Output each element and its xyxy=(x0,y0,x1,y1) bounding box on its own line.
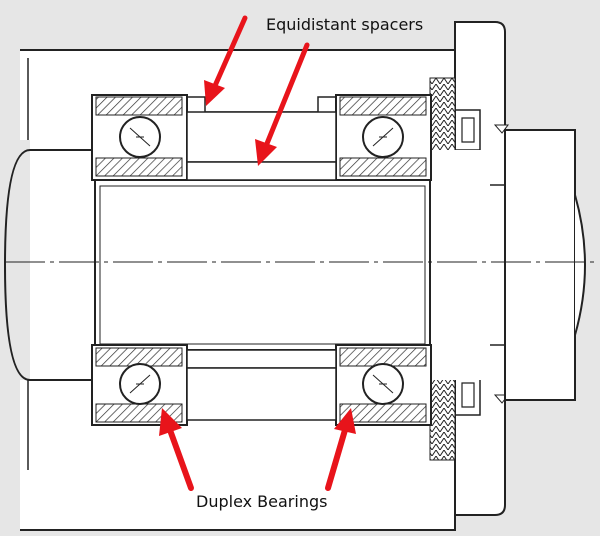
spacer-bottom xyxy=(186,349,337,421)
bearing-top-left xyxy=(91,94,188,181)
arrow-bottom-1 xyxy=(159,408,194,491)
spacer-top xyxy=(186,96,337,181)
arrow-top-2 xyxy=(255,42,310,166)
bearing-bottom-right xyxy=(335,344,432,426)
arrow-bottom-2 xyxy=(325,408,356,491)
bearing-bottom-left xyxy=(91,344,188,426)
label-equidistant-spacers: Equidistant spacers xyxy=(266,15,423,34)
bearing-top-right xyxy=(335,94,432,181)
label-duplex-bearings: Duplex Bearings xyxy=(196,492,327,511)
arrow-top-1 xyxy=(204,15,248,106)
